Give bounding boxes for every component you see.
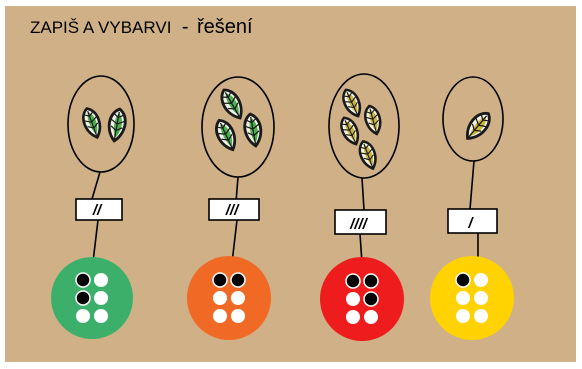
tally-box — [75, 198, 123, 221]
braille-dot-icon — [345, 273, 361, 289]
leaf-icon — [466, 112, 491, 140]
title-separator: - — [181, 16, 189, 38]
braille-dot-icon — [346, 310, 360, 324]
leaf-vein — [340, 119, 356, 143]
leaf-icon — [358, 140, 377, 171]
leaf-icon — [82, 107, 102, 140]
color-circle — [430, 256, 514, 340]
leaf-ellipse — [201, 76, 275, 178]
braille-dot-icon — [474, 309, 488, 323]
color-circle — [187, 256, 271, 340]
tally-marks: / — [467, 215, 474, 232]
leaf-icon — [107, 107, 127, 143]
leaf-vein — [468, 113, 490, 138]
leaf-icon — [243, 112, 263, 148]
braille-dot-icon — [213, 309, 227, 323]
braille-dot-icon — [474, 273, 488, 287]
braille-dot-icon — [76, 309, 90, 323]
braille-dot-icon — [364, 310, 378, 324]
leaf-group-three-leaves: /// — [187, 76, 275, 340]
leaf-group-four-leaves: //// — [320, 73, 404, 341]
tally-marks: /// — [225, 202, 240, 219]
leaf-vein — [221, 91, 240, 117]
tally-marks: // — [92, 202, 103, 219]
braille-dot-icon — [456, 309, 470, 323]
braille-dot-icon — [455, 272, 471, 288]
color-circle — [320, 257, 404, 341]
connector-line — [231, 219, 238, 264]
braille-dot-icon — [75, 272, 91, 288]
leaf-vein — [342, 91, 358, 115]
braille-dot-icon — [231, 291, 245, 305]
leaf-vein — [83, 110, 99, 136]
braille-dot-icon — [212, 272, 228, 288]
color-circle — [51, 257, 133, 339]
leaf-group-one-leaf: / — [430, 76, 514, 340]
leaf-vein — [359, 143, 374, 168]
leaf-group-two-leaves: // — [51, 75, 135, 339]
tally-box — [208, 198, 260, 221]
leaf-ellipse — [67, 75, 135, 173]
leaf-ellipse — [328, 73, 400, 179]
title-subtitle: řešení — [197, 16, 253, 38]
braille-dot-icon — [213, 291, 227, 305]
tally-box — [447, 208, 498, 234]
leaf-icon — [220, 88, 243, 120]
tally-marks: //// — [349, 216, 369, 233]
leaf-icon — [364, 104, 382, 136]
braille-dot-icon — [346, 292, 360, 306]
leaf-ellipse — [442, 76, 504, 162]
leaf-icon — [342, 88, 362, 118]
tally-box — [334, 209, 387, 235]
braille-dot-icon — [94, 309, 108, 323]
leaf-icon — [340, 116, 360, 146]
leaf-vein — [110, 111, 125, 140]
leaf-icon — [215, 118, 237, 152]
title-main: ZAPIŠ A VYBARVI — [30, 18, 172, 37]
connector-line — [469, 160, 475, 210]
braille-dot-icon — [363, 291, 379, 307]
braille-dot-icon — [456, 291, 470, 305]
braille-dot-icon — [230, 272, 246, 288]
braille-dot-icon — [363, 273, 379, 289]
leaf-vein — [365, 108, 379, 133]
leaf-vein — [245, 116, 260, 145]
connector-line — [235, 176, 239, 203]
connector-line — [91, 171, 101, 200]
leaf-vein — [215, 121, 233, 149]
connector-line — [361, 177, 365, 211]
braille-dot-icon — [474, 291, 488, 305]
braille-dot-icon — [94, 273, 108, 287]
braille-dot-icon — [231, 309, 245, 323]
braille-dot-icon — [75, 290, 91, 306]
worksheet-title: ZAPIŠ A VYBARVI - řešení — [30, 16, 253, 39]
connector-line — [92, 219, 99, 263]
braille-dot-icon — [94, 291, 108, 305]
